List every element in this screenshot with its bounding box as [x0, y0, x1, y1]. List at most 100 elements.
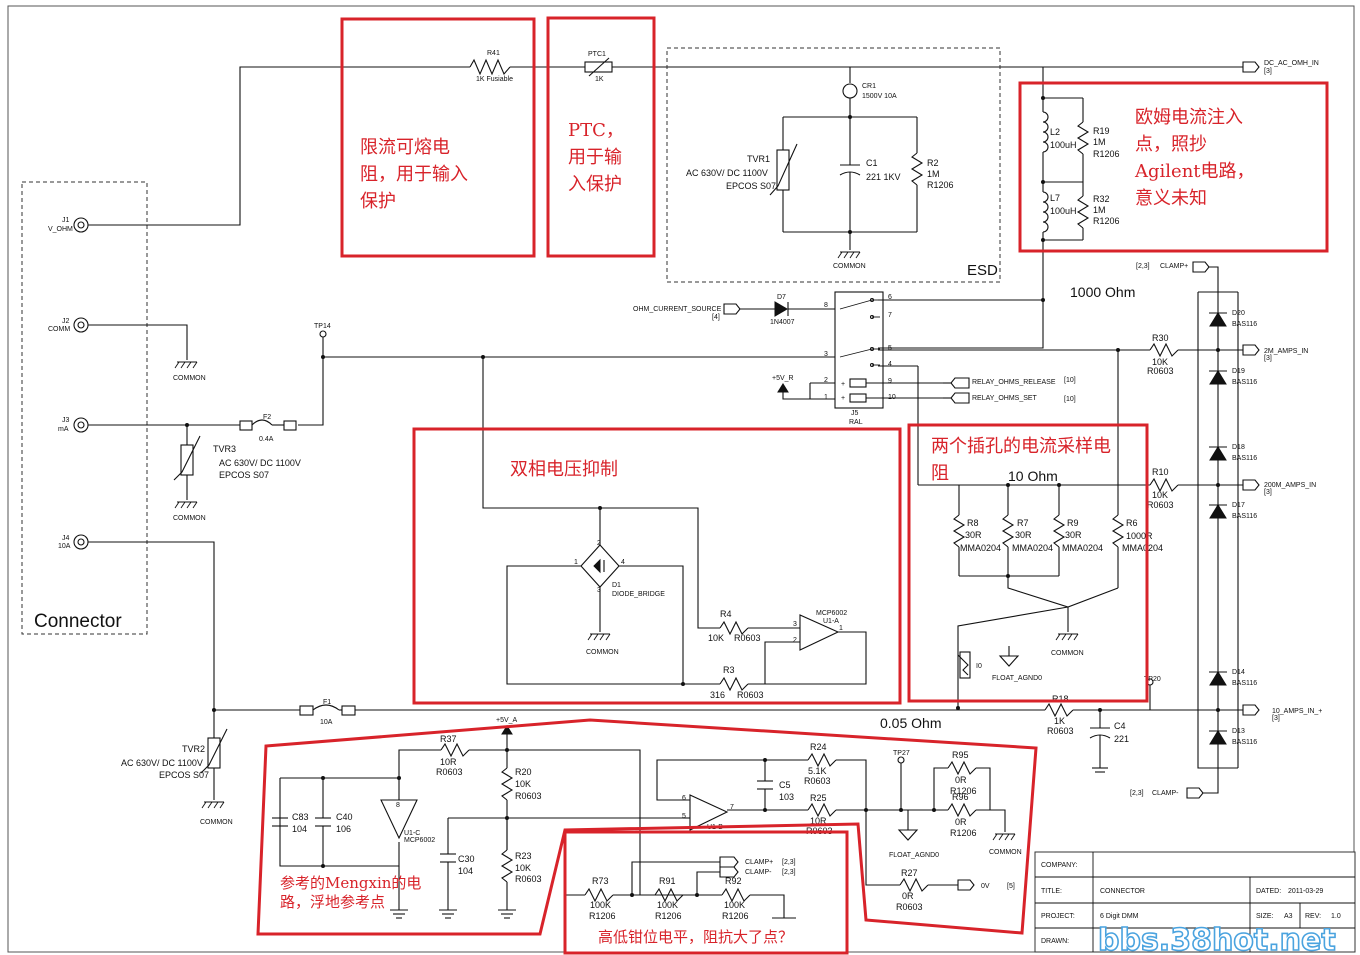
ground-shunt: COMMON: [1051, 633, 1084, 657]
svg-text:10K: 10K: [708, 633, 724, 643]
svg-text:8: 8: [396, 802, 400, 809]
svg-text:[10]: [10]: [1064, 377, 1076, 384]
resistor-r91: R91 100K R1206: [654, 876, 684, 921]
svg-text:6: 6: [888, 294, 892, 301]
watermark: bbs.38hot.net: [1098, 923, 1336, 955]
supply-5v-r: +5V_R: [772, 375, 835, 400]
inductor-l7: L7 100uH: [1042, 182, 1077, 240]
svg-text:REV:: REV:: [1305, 913, 1321, 920]
port-ohm-current-source: OHM_CURRENT_SOURCE [4]: [633, 303, 741, 321]
svg-text:1K Fusiable: 1K Fusiable: [476, 76, 513, 83]
port-2m-amps-in: 2M_AMPS_IN [3]: [1242, 344, 1308, 362]
inductor-l2: L2 100uH: [1042, 98, 1077, 182]
port-clamp-minus: [2,3] CLAMP-: [1130, 768, 1219, 799]
svg-text:1M: 1M: [927, 169, 940, 179]
svg-text:0V: 0V: [981, 883, 990, 890]
svg-text:1500V 10A: 1500V 10A: [862, 93, 897, 100]
svg-text:1.0: 1.0: [1331, 913, 1341, 920]
svg-text:CLAMP+: CLAMP+: [1160, 263, 1188, 270]
svg-text:D18: D18: [1232, 444, 1245, 451]
svg-text:FLOAT_AGND0: FLOAT_AGND0: [889, 852, 939, 859]
ground-j2: COMMON: [173, 361, 206, 382]
svg-text:DRAWN:: DRAWN:: [1041, 938, 1069, 945]
svg-text:J3: J3: [62, 417, 70, 424]
resistor-r30: R30 10K R0603: [1147, 333, 1179, 376]
svg-text:R1206: R1206: [655, 911, 682, 921]
svg-text:R92: R92: [725, 876, 742, 886]
annotation-box-fuse: [340, 17, 536, 258]
svg-text:DC_AC_OMH_IN: DC_AC_OMH_IN: [1264, 60, 1319, 67]
svg-text:[3]: [3]: [1264, 355, 1272, 362]
title-block: COMPANY: TITLE: CONNECTOR PROJECT: 6 Dig…: [1034, 851, 1356, 953]
connector-label: Connector: [34, 611, 122, 632]
annotation-ref-line2: 路，浮地参考点: [280, 893, 385, 911]
svg-text:R8: R8: [967, 518, 979, 528]
resistor-r3: R3 316 R0603: [710, 665, 764, 700]
jack-j3: J3 mA: [58, 417, 89, 433]
svg-text:OHM_CURRENT_SOURCE: OHM_CURRENT_SOURCE: [633, 306, 722, 313]
svg-text:+5V_R: +5V_R: [772, 375, 794, 382]
svg-text:[5]: [5]: [1007, 883, 1015, 890]
svg-text:R30: R30: [1152, 333, 1169, 343]
fuse-f1: F1 10A: [299, 699, 356, 726]
svg-text:RAL: RAL: [849, 419, 863, 426]
jack-j2: J2 COMM: [48, 317, 89, 333]
svg-text:30R: 30R: [1065, 530, 1082, 540]
svg-text:J4: J4: [62, 535, 70, 542]
svg-text:5: 5: [888, 345, 892, 352]
port-relay-ohms-release: RELAY_OHMS_RELEASE [10]: [943, 377, 1076, 389]
svg-text:R0603: R0603: [804, 776, 831, 786]
svg-text:J2: J2: [62, 318, 70, 325]
svg-text:1M: 1M: [1093, 205, 1106, 215]
resistor-r2: R2 1M R1206: [910, 117, 954, 232]
svg-text:1: 1: [839, 625, 843, 632]
svg-text:D14: D14: [1232, 669, 1245, 676]
svg-text:30R: 30R: [965, 530, 982, 540]
svg-text:221: 221: [1114, 734, 1129, 744]
testpoint-tp27: TP27: [893, 750, 910, 810]
svg-text:SIZE:: SIZE:: [1256, 913, 1274, 920]
resistor-r6: R6 1000R MMA0204: [1111, 512, 1163, 588]
opamp-u1a: 3 2 1 MCP6002 U1-A: [793, 610, 847, 651]
ground-float-agnd0-b: FLOAT_AGND0: [889, 829, 939, 859]
svg-text:1: 1: [574, 559, 578, 566]
svg-text:100uH: 100uH: [1050, 206, 1077, 216]
svg-text:AC 630V/ DC 1100V: AC 630V/ DC 1100V: [121, 758, 203, 768]
resistor-r4: R4 10K R0603: [708, 609, 761, 643]
svg-text:+5V_A: +5V_A: [496, 717, 518, 724]
svg-text:106: 106: [336, 824, 351, 834]
svg-text:MCP6002: MCP6002: [404, 837, 435, 844]
resistor-r41: R41 1K Fusiable: [469, 50, 513, 83]
svg-text:R24: R24: [810, 742, 827, 752]
svg-text:[2,3]: [2,3]: [1130, 790, 1144, 797]
svg-text:TVR1: TVR1: [747, 154, 770, 164]
svg-text:PROJECT:: PROJECT:: [1041, 913, 1075, 920]
relay-j5: 8 3 2 1 6 7 5 4 9 10 + + J5 RAL: [824, 291, 896, 426]
port-10-amps-in: 10_AMPS_IN_+ [3]: [1242, 704, 1322, 722]
ground-d1: COMMON: [586, 633, 619, 656]
svg-text:2: 2: [597, 540, 601, 547]
svg-text:RELAY_OHMS_SET: RELAY_OHMS_SET: [972, 395, 1038, 402]
svg-text:COMMON: COMMON: [200, 819, 233, 826]
svg-text:R1206: R1206: [1093, 216, 1120, 226]
fuse-f2: F2 0.4A: [239, 414, 297, 443]
svg-text:D19: D19: [1232, 368, 1245, 375]
svg-text:R6: R6: [1126, 518, 1138, 528]
resistor-r37: R37 10R R0603: [436, 734, 470, 777]
svg-text:7: 7: [730, 804, 734, 811]
svg-text:C30: C30: [458, 854, 475, 864]
testpoint-tp14: TP14: [314, 323, 331, 338]
svg-text:A3: A3: [1284, 913, 1293, 920]
svg-text:4: 4: [621, 559, 625, 566]
connector-block: [21, 181, 148, 635]
svg-text:PTC1: PTC1: [588, 51, 606, 58]
svg-text:COMMON: COMMON: [173, 375, 206, 382]
svg-text:AC 630V/ DC 1100V: AC 630V/ DC 1100V: [686, 168, 768, 178]
svg-text:U1-A: U1-A: [823, 618, 839, 625]
svg-text:1: 1: [824, 394, 828, 401]
svg-text:BAS116: BAS116: [1232, 680, 1257, 687]
